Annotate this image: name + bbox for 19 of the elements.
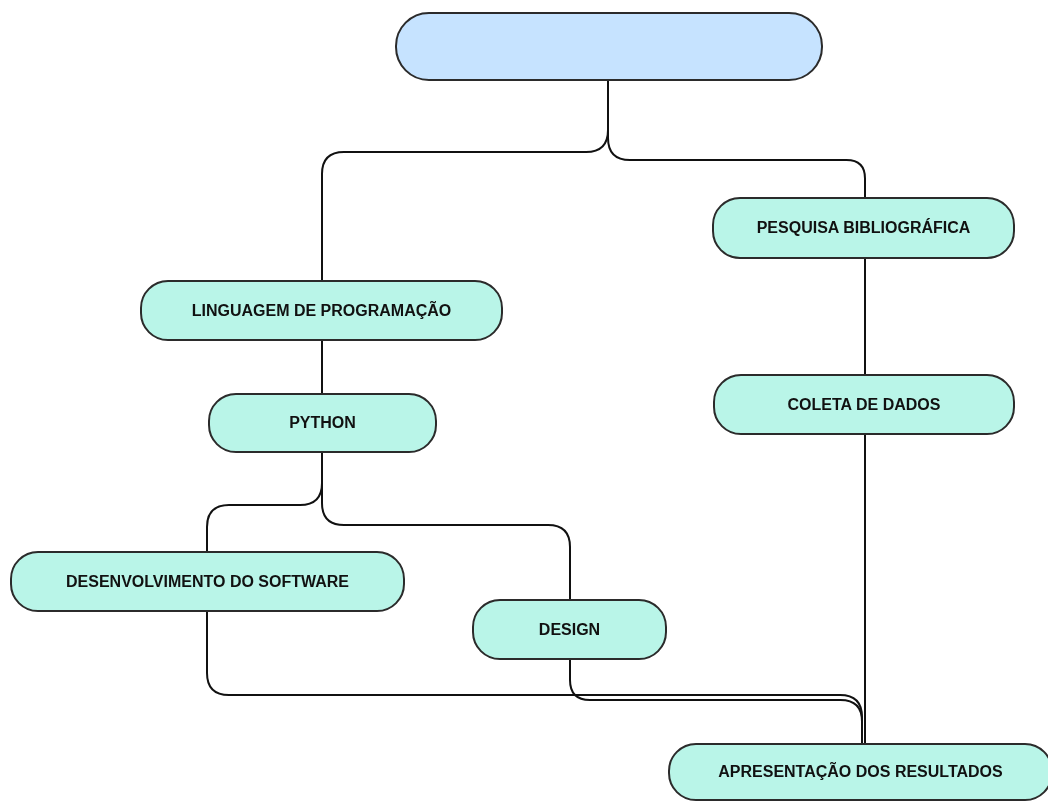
node-label: DESENVOLVIMENTO DO SOFTWARE [66,572,349,591]
connector-line [607,80,866,198]
node-label: COLETA DE DADOS [787,395,941,414]
rounded-box [668,743,1048,801]
rounded-box [713,374,1015,435]
rounded-box [208,393,437,453]
rounded-box [140,280,503,341]
connector-line [864,434,866,744]
connector-line [321,340,323,394]
node-label: PESQUISA BIBLIOGRÁFICA [756,219,971,237]
node-label: LINGUAGEM DE PROGRAMAÇÃO [191,301,452,320]
node-label: APRESENTAÇÃO DOS RESULTADOS [718,763,1003,781]
node-label: PYTHON [289,414,356,432]
connector-line [864,258,866,375]
rounded-box [10,551,405,612]
rounded-box [712,197,1015,259]
connector-line [321,452,571,600]
rounded-box [472,599,667,660]
node-label: DESIGN [538,620,601,639]
